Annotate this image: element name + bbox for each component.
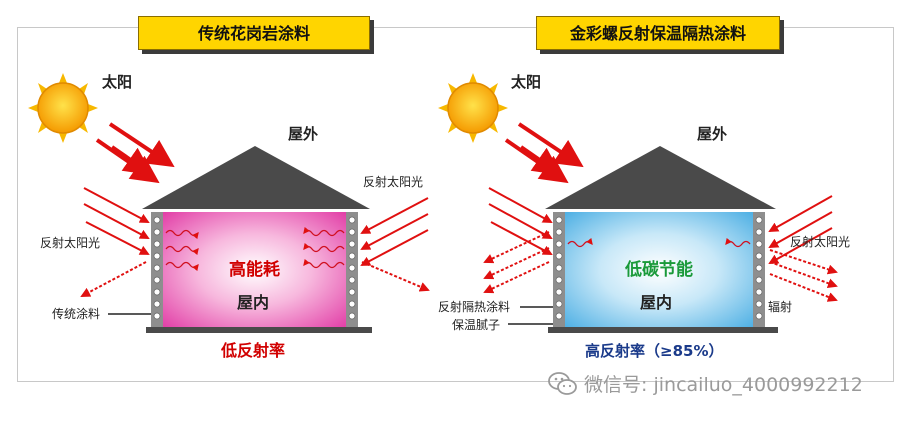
right-panel-title: 金彩螺反射保温隔热涂料 [536, 16, 780, 50]
reflected-label-left: 反射太阳光 [40, 235, 100, 250]
floor [146, 327, 372, 333]
inside-label: 屋内 [237, 293, 269, 312]
left-side-rays [80, 187, 150, 297]
right-side-rays [768, 195, 838, 302]
sun-label: 太阳 [102, 73, 132, 91]
floor [548, 327, 778, 333]
right-wall [346, 212, 358, 328]
incoming-sunlight-arrows [95, 122, 175, 184]
roof [142, 146, 370, 209]
inside-label: 屋内 [640, 293, 672, 312]
right-wall [753, 212, 765, 328]
left-wall [151, 212, 163, 328]
incoming-sunlight-arrows [504, 122, 584, 184]
left-side-rays [483, 187, 553, 294]
outside-label: 屋外 [697, 125, 727, 143]
diagram-frame [17, 27, 894, 382]
coating-label: 传统涂料 [52, 306, 100, 321]
radiation-label: 辐射 [768, 299, 792, 314]
reflected-label-right: 反射太阳光 [790, 234, 850, 249]
wechat-watermark: 微信号: jincailuo_4000992212 [548, 370, 863, 400]
low-reflectance-label: 低反射率 [220, 341, 285, 360]
coating-label: 反射隔热涂料 [438, 299, 510, 314]
wechat-icon [548, 371, 577, 395]
sun-icon [28, 73, 98, 143]
roof [545, 146, 776, 209]
heat-waves [165, 226, 345, 272]
high-reflectance-label: 高反射率（≥85%） [585, 342, 723, 360]
watermark-text: 微信号: jincailuo_4000992212 [584, 374, 863, 396]
sun-label: 太阳 [511, 73, 541, 91]
sun-icon [438, 73, 508, 143]
left-panel-title: 传统花岗岩涂料 [138, 16, 370, 50]
putty-label: 保温腻子 [452, 318, 500, 332]
right-side-rays [360, 197, 430, 292]
heat-waves [567, 237, 751, 248]
high-energy-label: 高能耗 [229, 259, 280, 280]
left-house-diagram: 太阳 屋外 [28, 73, 430, 360]
left-wall [553, 212, 565, 328]
outside-label: 屋外 [288, 125, 318, 143]
room-interior [565, 212, 753, 328]
low-carbon-label: 低碳节能 [624, 259, 693, 280]
reflected-label-right: 反射太阳光 [363, 174, 423, 189]
right-house-diagram: 太阳 屋外 [438, 73, 850, 360]
